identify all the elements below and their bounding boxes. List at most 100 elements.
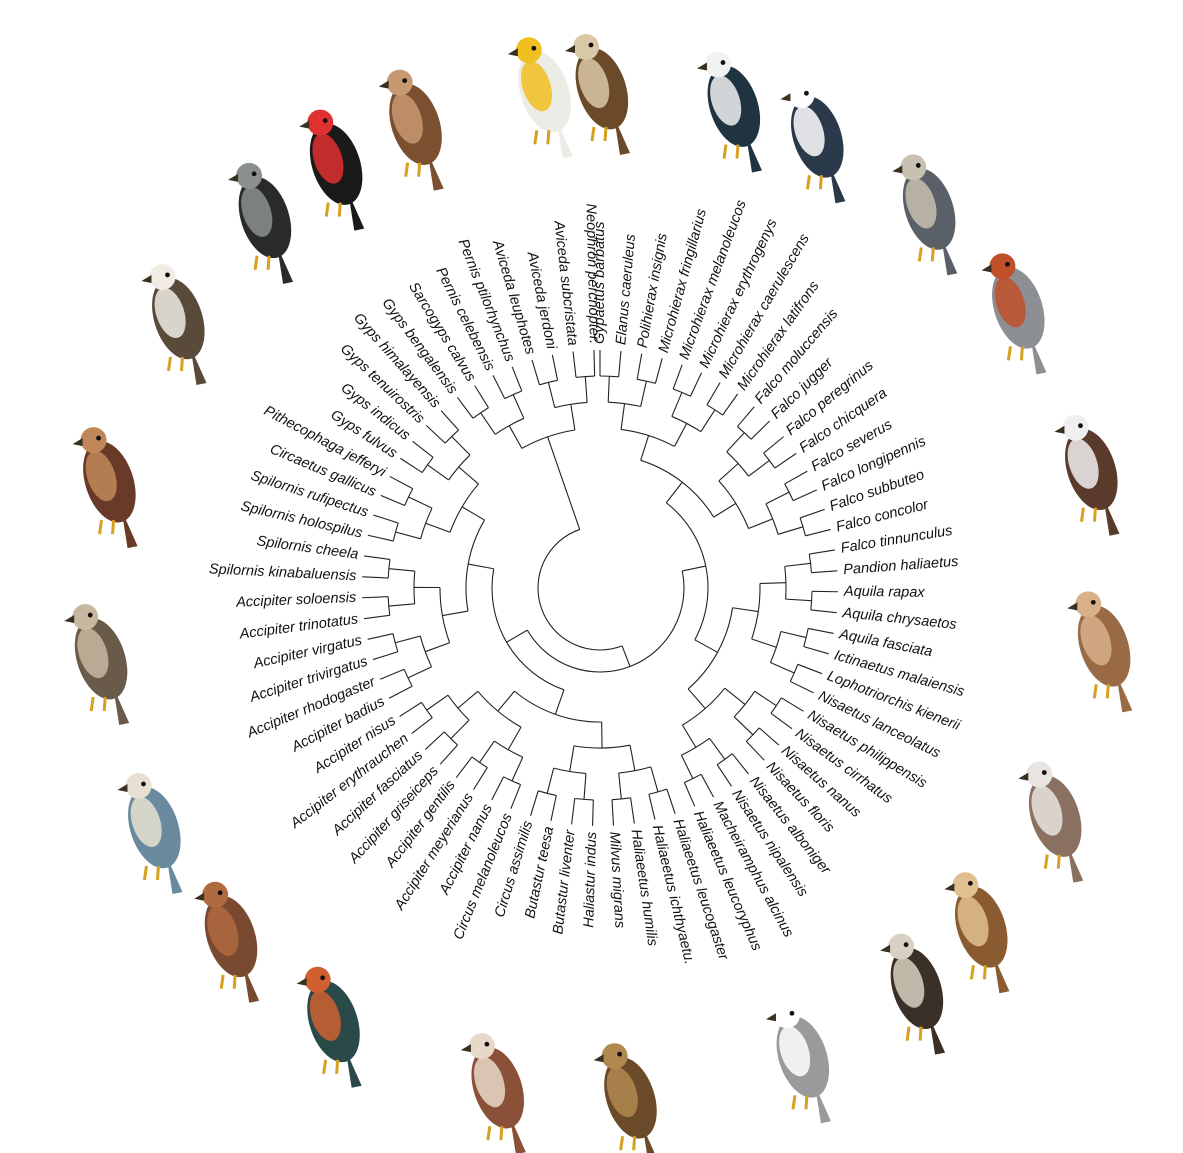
branch-segment [775, 453, 796, 468]
branch-segment [793, 490, 817, 501]
branch-segment [798, 664, 822, 673]
taxon-label: Neophron percnopter. [582, 203, 602, 344]
branch-segment [641, 381, 647, 406]
branch-segment [723, 394, 738, 415]
taxon-label: Butastur liventer [550, 828, 579, 935]
branch-segment [570, 746, 574, 772]
branch-segment [475, 386, 489, 408]
branch-segment [400, 702, 422, 716]
falcon-icon [981, 253, 1054, 374]
branch-segment [425, 643, 449, 652]
sea-eagle-icon [1018, 762, 1091, 883]
falconet-icon [697, 52, 770, 173]
taxon-label: Aquila chrysaetos [841, 605, 957, 633]
branch-segment [531, 791, 539, 816]
branch-segment [555, 690, 564, 715]
branch-segment [717, 765, 731, 787]
branch-segment [749, 460, 770, 476]
branch-segment [701, 774, 713, 797]
branch-segment [381, 495, 405, 505]
branch-segment [637, 354, 642, 380]
branch-segment [684, 782, 694, 806]
branch-segment [427, 695, 448, 710]
branch-segment [781, 698, 803, 711]
branch-segment [666, 482, 682, 503]
falcon-icon [892, 154, 965, 275]
branch-segment [413, 441, 433, 457]
branch-segment [781, 631, 806, 637]
branch-segment [532, 360, 539, 385]
branch-segment [364, 556, 390, 560]
branch-segment [746, 741, 764, 760]
branch-segment [755, 691, 777, 705]
serpent-eagle-icon [73, 427, 146, 548]
branch-segment [811, 610, 837, 613]
branch-segment [752, 639, 777, 647]
shikra-icon [117, 773, 190, 894]
falconet-icon [780, 82, 853, 203]
branch-segment [572, 798, 575, 824]
branch-segment [710, 738, 725, 759]
white-bellied-sea-eagle-icon [766, 1002, 839, 1123]
branch-segment [612, 800, 613, 826]
branch-segment [688, 689, 705, 709]
branch-segment [548, 382, 554, 407]
taxon-labels: Gypaetus barbatusElanus caeruleusPolihie… [209, 198, 967, 966]
branch-segment [594, 350, 595, 376]
branch-segment [584, 773, 586, 799]
branch-segment [373, 515, 398, 523]
clade-arc [666, 503, 708, 640]
branch-segment [673, 365, 682, 389]
branch-segment [451, 720, 469, 738]
branch-segment [456, 757, 472, 778]
branch-segment [734, 717, 753, 735]
branch-segment [749, 519, 773, 529]
branch-segment [727, 433, 745, 452]
branch-segment [770, 663, 794, 673]
branch-segment [513, 395, 524, 419]
taxon-label: Haliastur indus [581, 832, 600, 928]
sparrowhawk-icon [297, 967, 370, 1088]
branch-segment [507, 630, 528, 642]
branch-segment [751, 421, 770, 439]
branch-segment [362, 597, 388, 598]
branch-segment [622, 646, 630, 667]
griffon-vulture-icon [228, 163, 301, 284]
branch-segment [427, 465, 448, 480]
branch-segment [459, 467, 479, 484]
branch-segment [766, 492, 789, 504]
branch-segment [368, 535, 393, 541]
branch-segment [811, 571, 837, 573]
branch-segment [492, 777, 504, 800]
branch-segment [396, 532, 421, 539]
branch-segment [621, 404, 624, 430]
branch-segment [389, 569, 415, 571]
branch-segment [440, 745, 457, 764]
branch-segment [619, 351, 621, 377]
taxon-label: Accipiter soloensis [235, 590, 357, 611]
branch-segment [737, 407, 754, 427]
branch-segment [732, 754, 748, 774]
branch-segment [552, 355, 557, 380]
osprey-icon [1054, 415, 1127, 536]
branch-segment [809, 550, 835, 554]
red-headed-vulture-icon [299, 110, 372, 231]
branch-segment [457, 397, 473, 418]
bird-illustrations [64, 34, 1140, 1153]
branch-segment [426, 425, 445, 443]
branch-segment [630, 745, 635, 771]
branch-segment [672, 392, 682, 416]
branch-segment [409, 497, 432, 508]
branch-segment [785, 471, 808, 484]
branch-segment [426, 523, 450, 532]
branch-segment [512, 367, 522, 391]
taxon-label: Spilornis kinabaluensis [209, 561, 357, 584]
branch-segment [778, 527, 803, 535]
branch-segment [511, 785, 521, 809]
honey-buzzard-icon [379, 70, 452, 191]
branch-segment [695, 640, 718, 652]
branch-segment [468, 564, 494, 569]
branch-segment [641, 436, 649, 461]
